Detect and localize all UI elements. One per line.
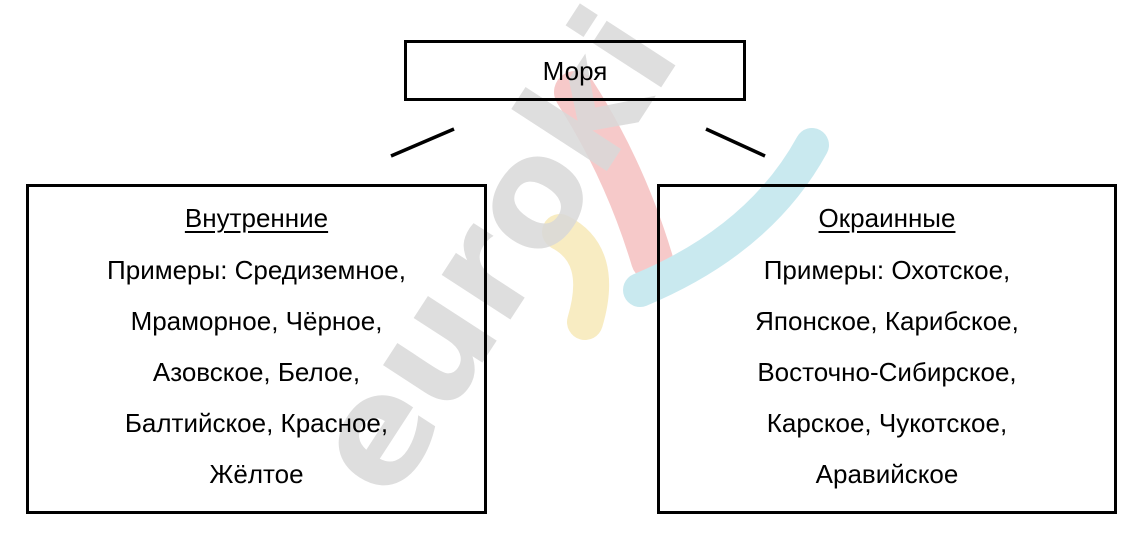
child-node-text: Примеры: Охотское, Японское, Карибское, … [755, 253, 1019, 508]
connector-right [705, 127, 766, 158]
child-node-line: Карское, Чукотское, [766, 408, 1008, 438]
child-node-line: Примеры: Охотское, [763, 255, 1011, 285]
child-node-line: Азовское, Белое, [152, 357, 361, 387]
child-node-line: Примеры: Средиземное, [107, 255, 406, 285]
child-node-marginal-seas: Окраинные Примеры: Охотское, Японское, К… [657, 184, 1117, 514]
root-node-label: Моря [542, 55, 608, 86]
connector-left [390, 127, 455, 158]
child-node-internal-seas: Внутренние Примеры: Средиземное, Мраморн… [26, 184, 487, 514]
child-node-line: Балтийское, Красное, [124, 408, 389, 438]
child-node-line: Японское, Карибское, [755, 306, 1019, 336]
child-node-text: Примеры: Средиземное, Мраморное, Чёрное,… [107, 253, 406, 508]
child-node-title: Окраинные [818, 203, 956, 233]
watermark-yellow-arc [542, 214, 610, 340]
child-node-line: Мраморное, Чёрное, [130, 306, 383, 336]
child-node-title: Внутренние [184, 203, 329, 233]
child-node-line: Жёлтое [209, 459, 304, 489]
watermark-red-arc [554, 71, 673, 281]
child-node-line: Аравийское [815, 459, 959, 489]
root-node-box: Моря [404, 40, 746, 101]
child-node-line: Восточно-Сибирское, [757, 357, 1017, 387]
